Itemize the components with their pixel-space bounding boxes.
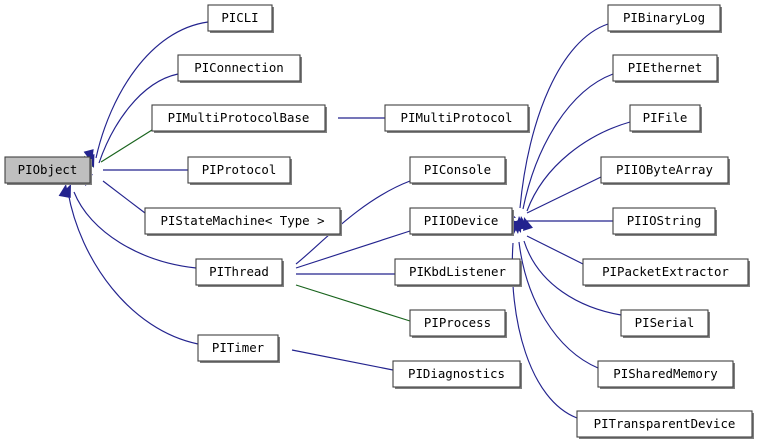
- edge-line: [526, 235, 584, 265]
- edge-PIKbdListener-to-PIThread: [271, 268, 395, 280]
- edge-line: [98, 73, 179, 164]
- class-node-PIObject[interactable]: PIObject: [4, 156, 92, 185]
- edge-line: [291, 349, 394, 371]
- node-box[interactable]: [409, 156, 506, 184]
- node-box[interactable]: [612, 207, 716, 235]
- edge-line: [526, 176, 602, 214]
- class-node-PIStateMachine[interactable]: PIStateMachine< Type >: [144, 207, 342, 236]
- edge-line: [102, 180, 146, 214]
- edge-PITimer-to-PIObject: [58, 184, 199, 345]
- edge-line: [295, 180, 411, 265]
- node-box[interactable]: [392, 360, 521, 388]
- class-node-PIConnection[interactable]: PIConnection: [177, 54, 302, 83]
- node-box[interactable]: [607, 4, 721, 32]
- edge-line: [95, 21, 209, 159]
- edge-PIProtocol-to-PIObject: [78, 164, 188, 176]
- edge-PICLI-to-PIObject: [83, 21, 209, 163]
- class-node-PIFile[interactable]: PIFile: [629, 104, 702, 133]
- arrowhead-public: [58, 184, 69, 198]
- edge-line: [295, 284, 411, 322]
- node-box[interactable]: [207, 4, 273, 32]
- node-box[interactable]: [409, 207, 513, 235]
- node-box[interactable]: [144, 207, 341, 235]
- class-node-PIIODevice[interactable]: PIIODevice: [409, 207, 514, 236]
- edge-line: [526, 121, 631, 212]
- edge-PIFile-to-PIIODevice: [523, 121, 631, 231]
- node-box[interactable]: [409, 309, 506, 337]
- node-box[interactable]: [195, 258, 283, 286]
- node-layer: PIObject PICLI PIConnectionPIMultiProtocol…: [4, 4, 754, 439]
- edge-PIProcess-to-PIThread: [270, 272, 411, 322]
- node-box[interactable]: [187, 156, 291, 184]
- edge-line: [67, 191, 199, 345]
- class-node-PISerial[interactable]: PISerial: [620, 309, 710, 338]
- class-node-PIConsole[interactable]: PIConsole: [409, 156, 507, 185]
- class-node-PIKbdListener[interactable]: PIKbdListener: [394, 258, 522, 287]
- class-node-PIDiagnostics[interactable]: PIDiagnostics: [392, 360, 522, 389]
- node-box[interactable]: [197, 334, 279, 362]
- edge-line: [73, 191, 197, 269]
- class-node-PIIOString[interactable]: PIIOString: [612, 207, 717, 236]
- class-node-PIEthernet[interactable]: PIEthernet: [612, 54, 719, 83]
- class-node-PIIOByteArray[interactable]: PIIOByteArray: [600, 156, 730, 185]
- edge-PIEthernet-to-PIIODevice: [518, 73, 614, 230]
- node-box[interactable]: [597, 360, 734, 388]
- node-box[interactable]: [4, 156, 91, 184]
- node-box[interactable]: [620, 309, 709, 337]
- node-box[interactable]: [576, 410, 753, 438]
- edge-line: [523, 240, 622, 316]
- node-box[interactable]: [394, 258, 521, 286]
- edge-line: [100, 129, 153, 163]
- class-node-PITransparentDevice[interactable]: PITransparentDevice: [576, 410, 754, 439]
- node-box[interactable]: [151, 104, 326, 132]
- node-box[interactable]: [177, 54, 301, 82]
- class-node-PIMultiProtocolBase[interactable]: PIMultiProtocolBase: [151, 104, 327, 133]
- node-box[interactable]: [582, 258, 749, 286]
- edge-line: [511, 242, 578, 419]
- edge-line: [519, 23, 609, 209]
- edge-line: [295, 230, 411, 269]
- node-box[interactable]: [629, 104, 701, 132]
- class-node-PIProtocol[interactable]: PIProtocol: [187, 156, 292, 185]
- edge-line: [518, 241, 599, 369]
- class-node-PITimer[interactable]: PITimer: [197, 334, 280, 363]
- arrowhead-public: [523, 217, 533, 231]
- edge-PIDiagnostics-to-PITimer: [266, 340, 394, 371]
- edge-PIIOByteArray-to-PIIODevice: [502, 176, 602, 218]
- node-box[interactable]: [612, 54, 718, 82]
- edge-layer: [58, 21, 631, 419]
- class-node-PICLI[interactable]: PICLI: [207, 4, 274, 33]
- edge-line: [522, 73, 614, 210]
- class-node-PIThread[interactable]: PIThread: [195, 258, 284, 287]
- class-node-PIPacketExtractor[interactable]: PIPacketExtractor: [582, 258, 750, 287]
- class-node-PISharedMemory[interactable]: PISharedMemory: [597, 360, 735, 389]
- class-node-PIProcess[interactable]: PIProcess: [409, 309, 507, 338]
- class-node-PIBinaryLog[interactable]: PIBinaryLog: [607, 4, 722, 33]
- class-node-PIMultiProtocol[interactable]: PIMultiProtocol: [384, 104, 530, 133]
- node-box[interactable]: [600, 156, 729, 184]
- node-box[interactable]: [384, 104, 529, 132]
